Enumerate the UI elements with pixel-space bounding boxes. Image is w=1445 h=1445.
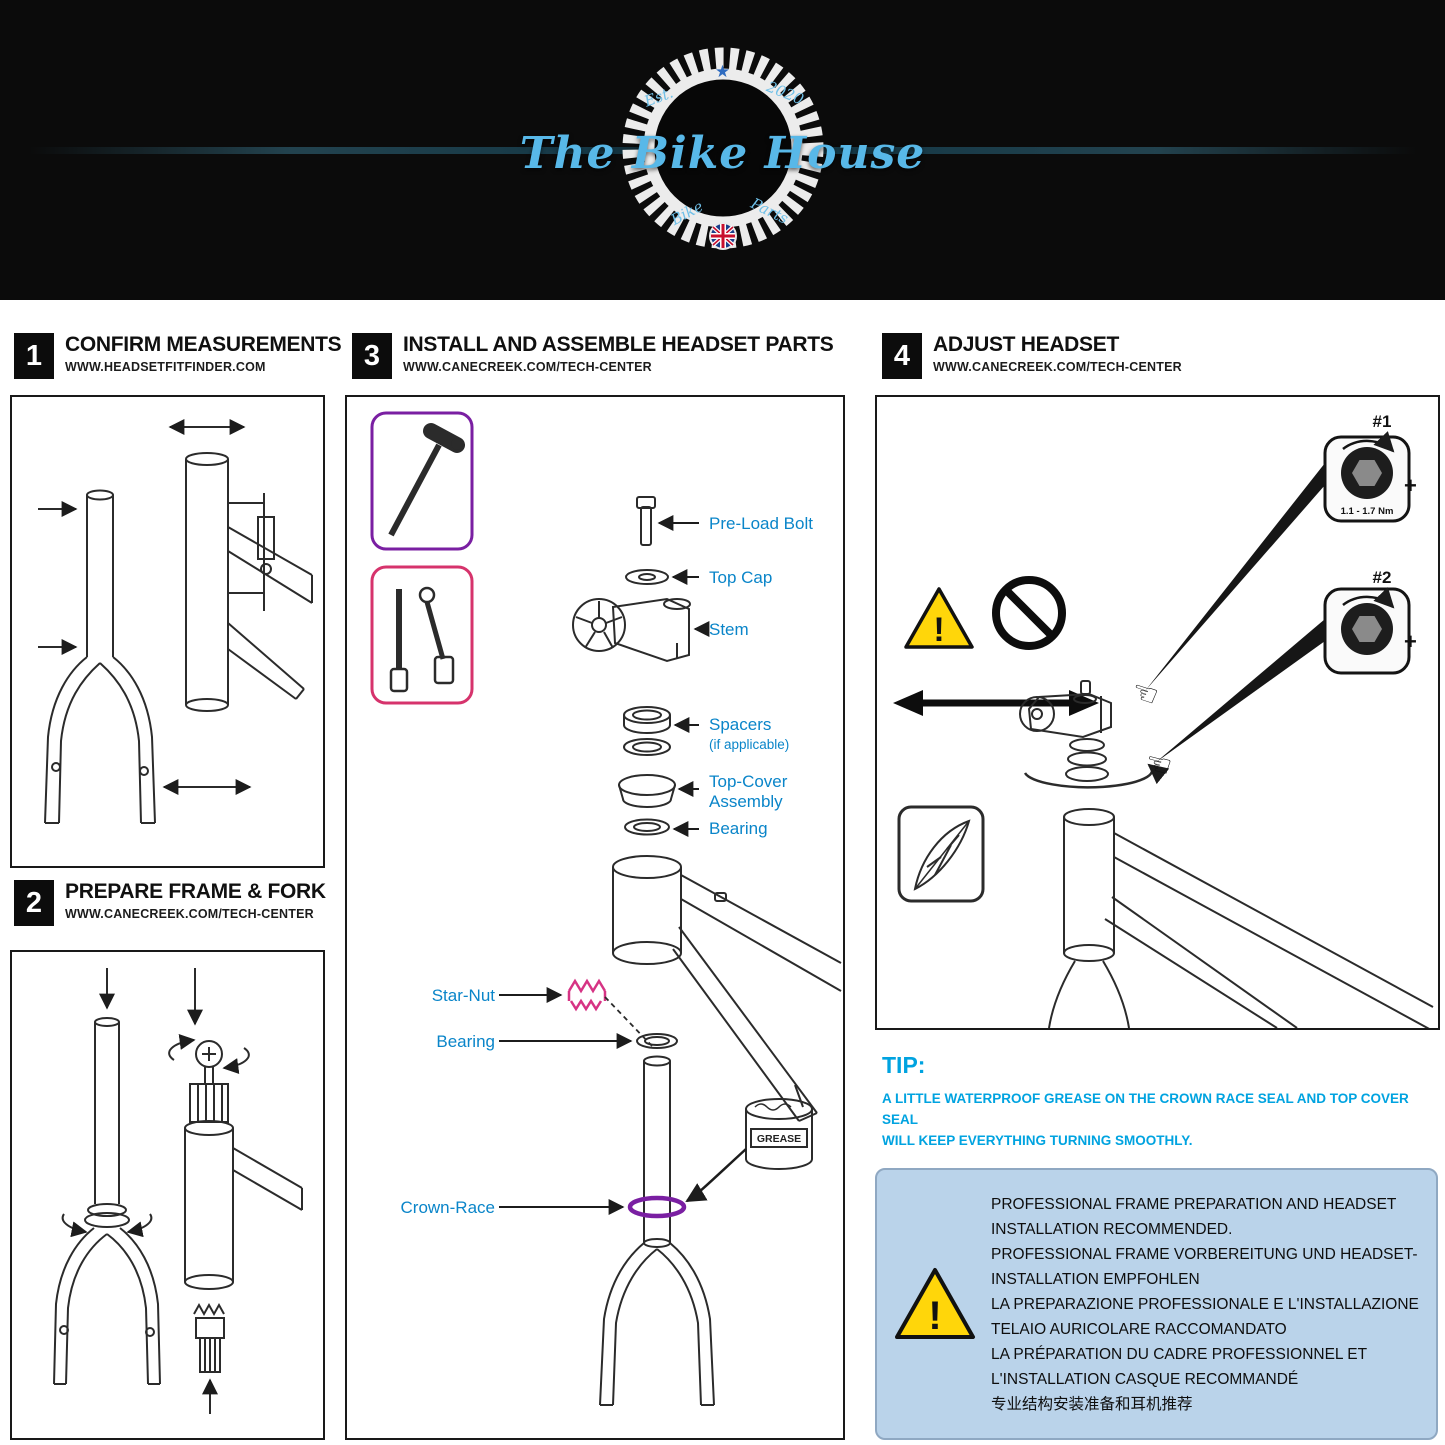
section-3-header: 3 INSTALL AND ASSEMBLE HEADSET PARTS WWW… — [352, 333, 834, 379]
measure-arrows — [38, 419, 252, 795]
notice-line: L'INSTALLATION CASQUE RECOMMANDÉ — [991, 1370, 1299, 1388]
star-icon: ★ — [714, 62, 731, 81]
section-3-title: INSTALL AND ASSEMBLE HEADSET PARTS — [403, 333, 834, 356]
fork-drawing — [44, 489, 156, 824]
fork-with-crown-race — [53, 1017, 161, 1385]
spacers-label: Spacers — [709, 715, 771, 734]
section-2-title: PREPARE FRAME & FORK — [65, 880, 326, 903]
pointing-hand-icon-2: ☜ — [1141, 746, 1175, 785]
exploded-parts-drawing — [572, 496, 842, 1406]
setter-tool-box — [370, 565, 474, 705]
notice-line: 专业结构安装准备和耳机推荐 — [991, 1395, 1193, 1413]
exploded-headset-diagram: GREASE Pre-Load Bolt Top Cap Stem Spa — [370, 411, 842, 1406]
section-3-number: 3 — [352, 333, 392, 379]
grease-arrow — [685, 1148, 747, 1203]
bearing-top-label: Bearing — [709, 819, 768, 838]
notice-line: PROFESSIONAL FRAME VORBEREITUNG UND HEAD… — [991, 1245, 1418, 1263]
adjust-headset-panel: #1 + 1.1 - 1.7 Nm #2 + ! — [875, 395, 1440, 1030]
notice-line: INSTALLATION EMPFOHLEN — [991, 1270, 1200, 1288]
hex1-plus: + — [1404, 473, 1417, 498]
hex2-plus: + — [1404, 629, 1417, 654]
hex-tool-2-icon — [1323, 587, 1411, 675]
hex1-label: #1 — [1373, 412, 1392, 431]
tip-line-2: WILL KEEP EVERYTHING TURNING SMOOTHLY. — [882, 1133, 1193, 1148]
spacers-note-label: (if applicable) — [709, 737, 789, 752]
crown-race-part — [627, 1195, 687, 1219]
prepare-frame-fork-panel — [10, 950, 325, 1440]
pointer-wedge-1 — [1145, 463, 1325, 691]
stem-assembly-drawing — [1019, 680, 1434, 1028]
grease-label: GREASE — [757, 1133, 801, 1145]
tip-heading: TIP: — [882, 1052, 926, 1078]
section-3-url: WWW.CANECREEK.COM/TECH-CENTER — [403, 360, 652, 374]
adjust-headset-diagram: #1 + 1.1 - 1.7 Nm #2 + ! — [893, 412, 1434, 1028]
logo-title: The Bike House — [519, 128, 926, 179]
crown-race-label: Crown-Race — [401, 1198, 495, 1217]
warning-triangle-icon — [904, 587, 974, 649]
callout-arrows-left — [499, 987, 633, 1215]
section-1-title: CONFIRM MEASUREMENTS — [65, 333, 342, 356]
notice-line: PROFESSIONAL FRAME PREPARATION AND HEADS… — [991, 1195, 1397, 1213]
frame-prep-diagram — [53, 968, 303, 1414]
uk-flag-icon — [708, 222, 737, 250]
bearing-bottom-label: Bearing — [436, 1032, 495, 1051]
notice-line: LA PREPARAZIONE PROFESSIONALE E L'INSTAL… — [991, 1295, 1419, 1313]
notice-warning-triangle-icon: ! — [895, 1268, 975, 1339]
section-2-url: WWW.CANECREEK.COM/TECH-CENTER — [65, 907, 314, 921]
section-2-header: 2 PREPARE FRAME & FORK WWW.CANECREEK.COM… — [14, 880, 326, 926]
section-4-number: 4 — [882, 333, 922, 379]
section-1-header: 1 CONFIRM MEASUREMENTS WWW.HEADSETFITFIN… — [14, 333, 342, 379]
hex-tool-1-icon — [1323, 431, 1411, 523]
grease-can-icon — [745, 1084, 813, 1170]
section-2-number: 2 — [14, 880, 54, 926]
caliper-icon — [228, 493, 275, 611]
bike-house-logo: ★ Est. 2020 The Bike House Bike Parts — [488, 42, 958, 268]
stem-label: Stem — [709, 620, 749, 639]
feather-icon — [897, 805, 985, 903]
reaming-tool-drawing — [168, 1034, 303, 1290]
assembly-label: Assembly — [709, 792, 783, 811]
head-tube-drawing — [185, 452, 313, 712]
pointing-hand-icon-1: ☜ — [1127, 674, 1163, 714]
confirm-measurements-panel — [10, 395, 325, 868]
press-arrows — [99, 968, 218, 1414]
assemble-headset-panel: GREASE Pre-Load Bolt Top Cap Stem Spa — [345, 395, 845, 1440]
callout-arrows-right — [657, 515, 710, 837]
play-direction-arrow — [893, 690, 1099, 716]
star-nut-label: Star-Nut — [432, 986, 496, 1005]
section-4-header: 4 ADJUST HEADSET WWW.CANECREEK.COM/TECH-… — [882, 333, 1182, 379]
star-nut-setter-drawing — [193, 1302, 225, 1373]
top-cap-label: Top Cap — [709, 568, 772, 587]
section-1-number: 1 — [14, 333, 54, 379]
hex2-label: #2 — [1373, 568, 1392, 587]
section-4-title: ADJUST HEADSET — [933, 333, 1119, 356]
notice-line: TELAIO AURICOLARE RACCOMANDATO — [991, 1320, 1287, 1338]
notice-line: INSTALLATION RECOMMENDED. — [991, 1220, 1233, 1238]
notice-text: PROFESSIONAL FRAME PREPARATION AND HEADS… — [991, 1192, 1419, 1417]
professional-notice-box: ! PROFESSIONAL FRAME PREPARATION AND HEA… — [875, 1168, 1438, 1440]
pointer-wedge-2 — [1155, 619, 1325, 763]
preload-bolt-label: Pre-Load Bolt — [709, 514, 813, 533]
section-4-url: WWW.CANECREEK.COM/TECH-CENTER — [933, 360, 1182, 374]
top-banner: ★ Est. 2020 The Bike House Bike Parts — [0, 0, 1445, 300]
torque-label: 1.1 - 1.7 Nm — [1341, 506, 1394, 517]
notice-exclamation: ! — [928, 1294, 941, 1338]
section-1-url: WWW.HEADSETFITFINDER.COM — [65, 360, 266, 374]
warning-exclamation: ! — [933, 611, 944, 649]
star-nut-part — [567, 978, 607, 1012]
notice-line: LA PRÉPARATION DU CADRE PROFESSIONNEL ET — [991, 1345, 1368, 1363]
top-cover-label: Top-Cover — [709, 772, 788, 791]
star-nut-guide-line — [604, 996, 654, 1048]
no-symbol-icon — [992, 576, 1066, 650]
measurement-diagram — [38, 419, 313, 824]
tip-block: TIP: A LITTLE WATERPROOF GREASE ON THE C… — [882, 1052, 1438, 1151]
hammer-tool-box — [370, 411, 474, 551]
tip-line-1: A LITTLE WATERPROOF GREASE ON THE CROWN … — [882, 1091, 1409, 1127]
